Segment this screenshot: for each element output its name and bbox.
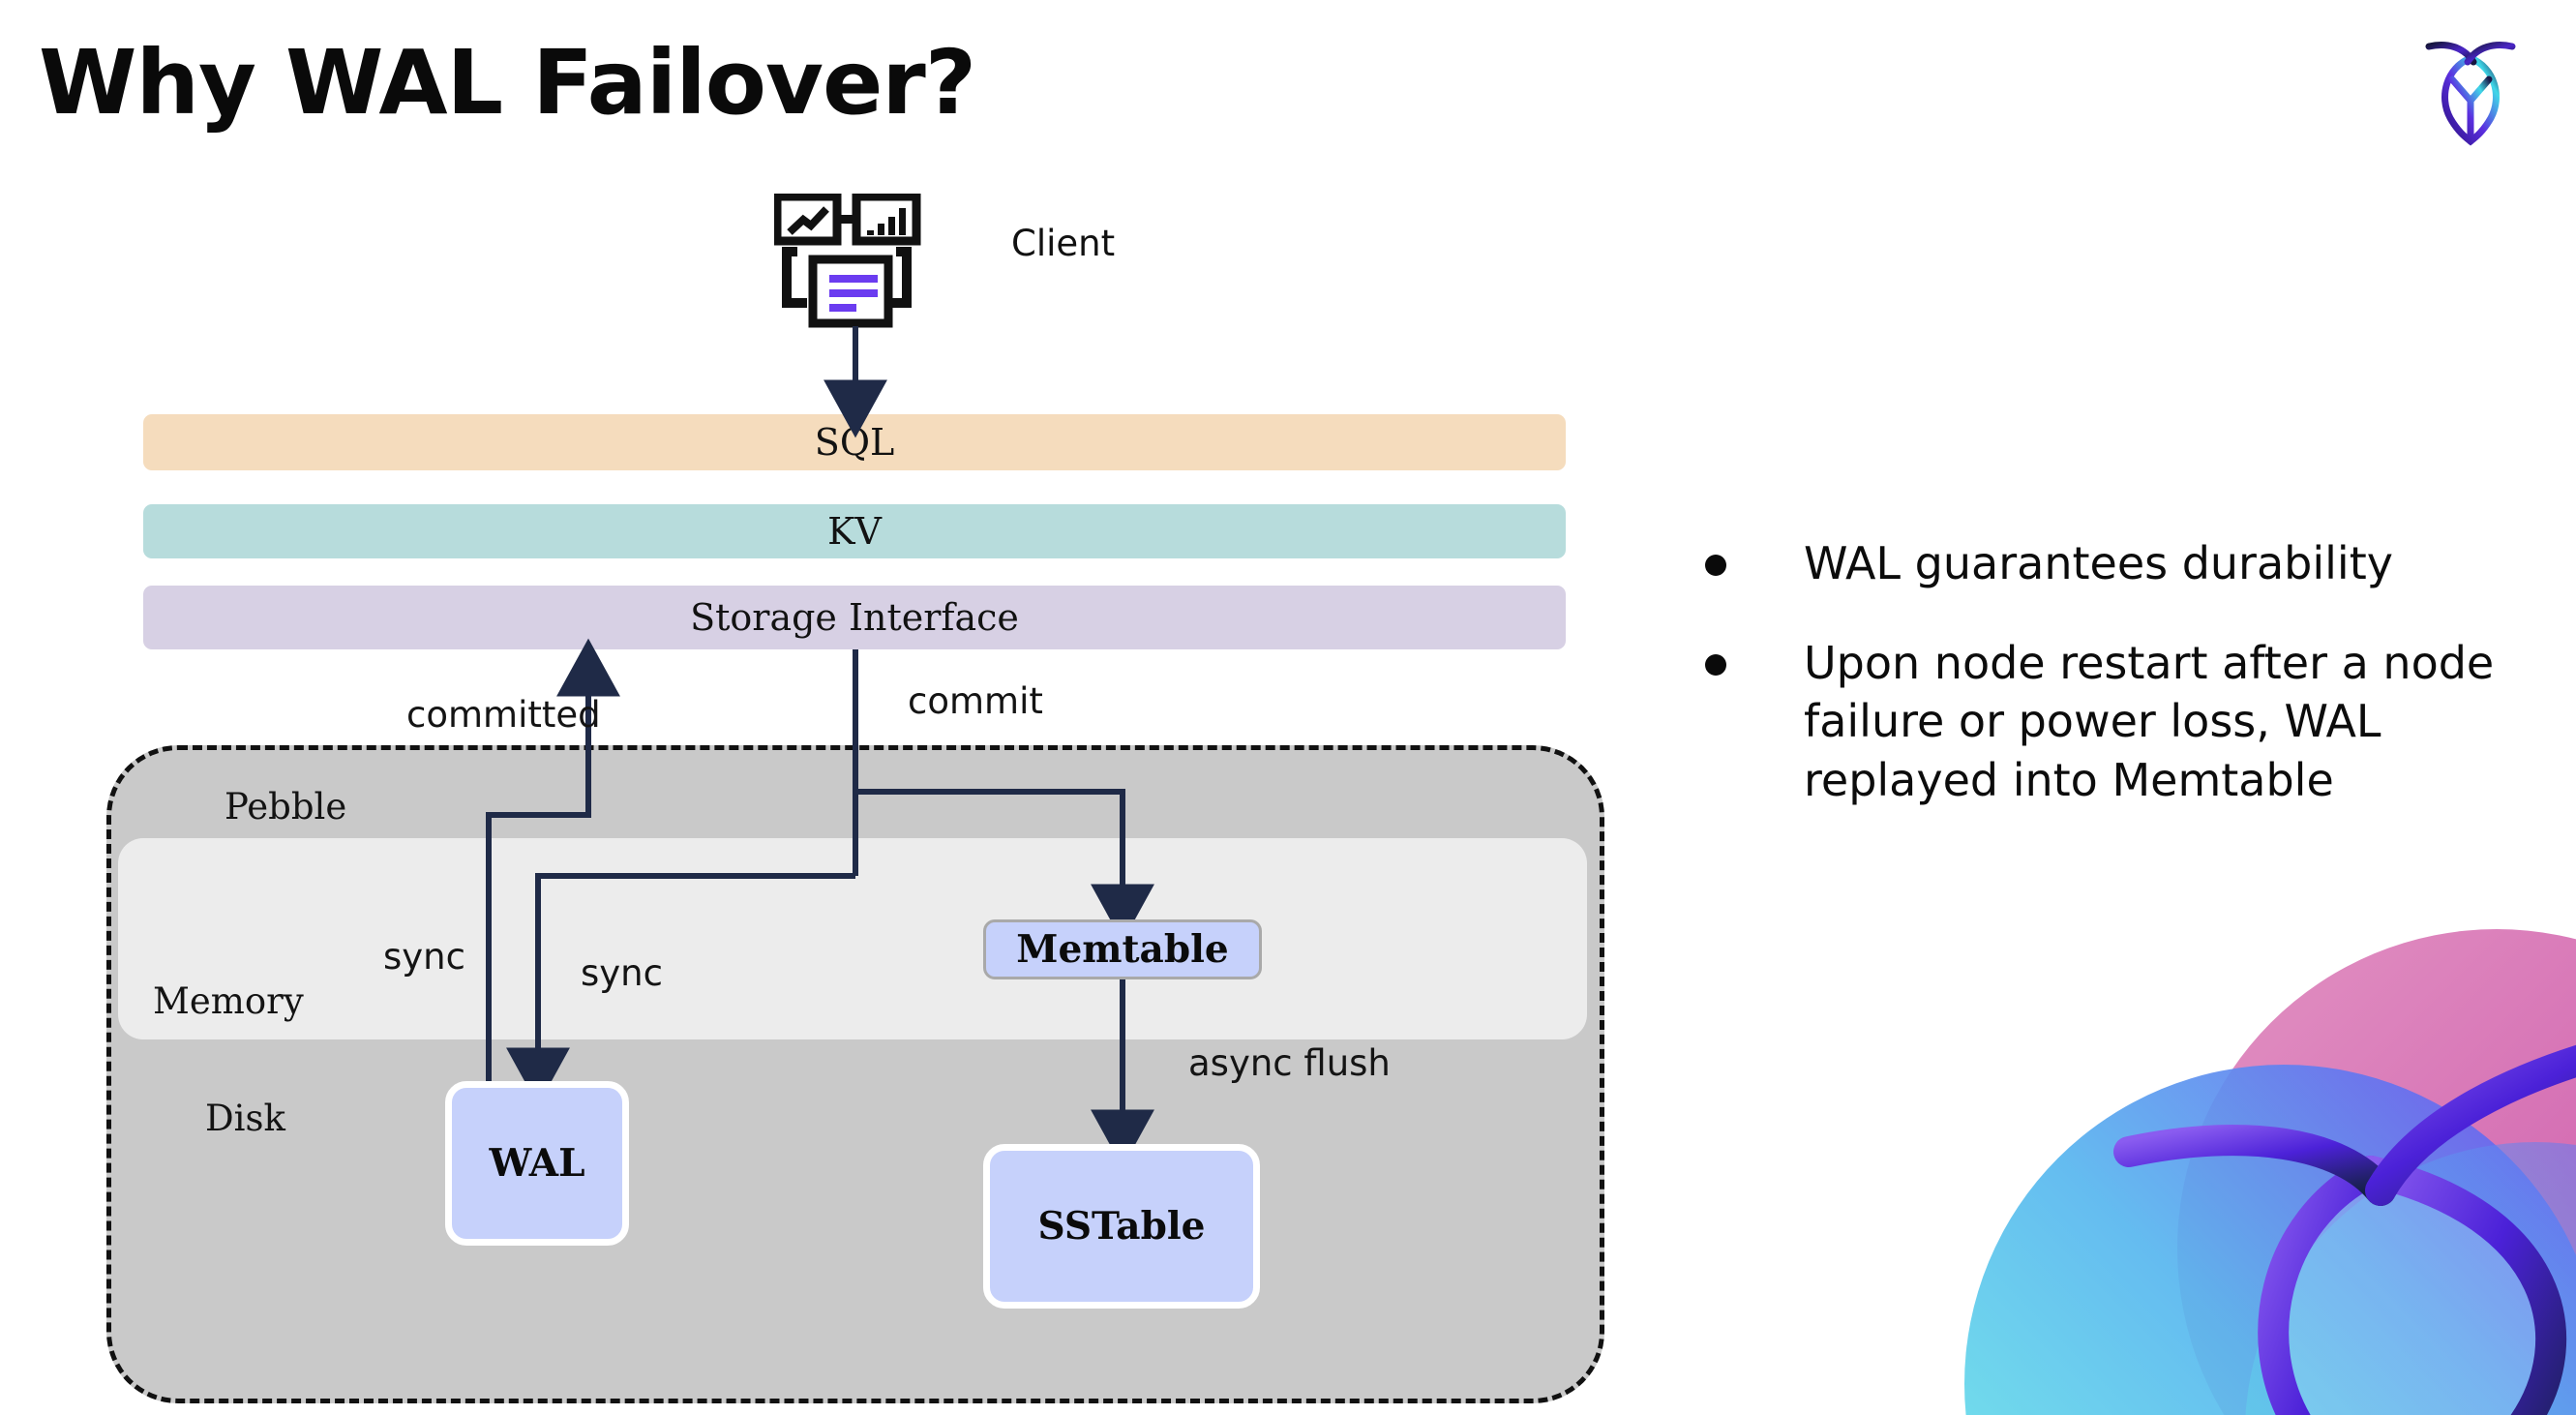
bullet-dot-icon — [1705, 653, 1726, 676]
decorative-logo-art — [1955, 929, 2576, 1415]
client-dashboard-icon — [772, 192, 929, 334]
disk-label: Disk — [205, 1098, 285, 1139]
node-memtable[interactable]: Memtable — [983, 919, 1262, 979]
memory-region — [118, 838, 1587, 1039]
list-item: WAL guarantees durability — [1705, 534, 2508, 593]
edge-label-sync-1: sync — [383, 936, 465, 978]
edge-label-sync-2: sync — [581, 952, 663, 994]
bullet-text: Upon node restart after a node failure o… — [1804, 636, 2495, 807]
layer-bar-storage-interface-label: Storage Interface — [690, 596, 1019, 639]
node-memtable-label: Memtable — [1016, 927, 1229, 972]
layer-bar-storage-interface[interactable]: Storage Interface — [143, 586, 1566, 649]
client-label: Client — [1011, 223, 1116, 264]
node-wal[interactable]: WAL — [445, 1081, 629, 1246]
edge-label-async-flush: async flush — [1188, 1042, 1391, 1084]
bullet-text: WAL guarantees durability — [1804, 537, 2393, 589]
pebble-label: Pebble — [225, 786, 347, 828]
edge-label-commit: commit — [908, 680, 1043, 722]
layer-bar-kv-label: KV — [827, 510, 882, 553]
layer-bar-sql-label: SQL — [814, 421, 895, 464]
cockroachdb-logo — [2417, 21, 2524, 147]
memory-label: Memory — [153, 980, 304, 1022]
layer-bar-kv[interactable]: KV — [143, 504, 1566, 558]
bullet-dot-icon — [1705, 555, 1726, 576]
page-title: Why WAL Failover? — [39, 31, 976, 135]
layer-bar-sql[interactable]: SQL — [143, 414, 1566, 470]
node-wal-label: WAL — [489, 1141, 585, 1186]
node-sstable[interactable]: SSTable — [983, 1144, 1260, 1309]
list-item: Upon node restart after a node failure o… — [1705, 634, 2508, 810]
bullet-list: WAL guarantees durability Upon node rest… — [1705, 534, 2508, 851]
node-sstable-label: SSTable — [1037, 1204, 1206, 1249]
edge-label-committed: committed — [406, 694, 601, 736]
